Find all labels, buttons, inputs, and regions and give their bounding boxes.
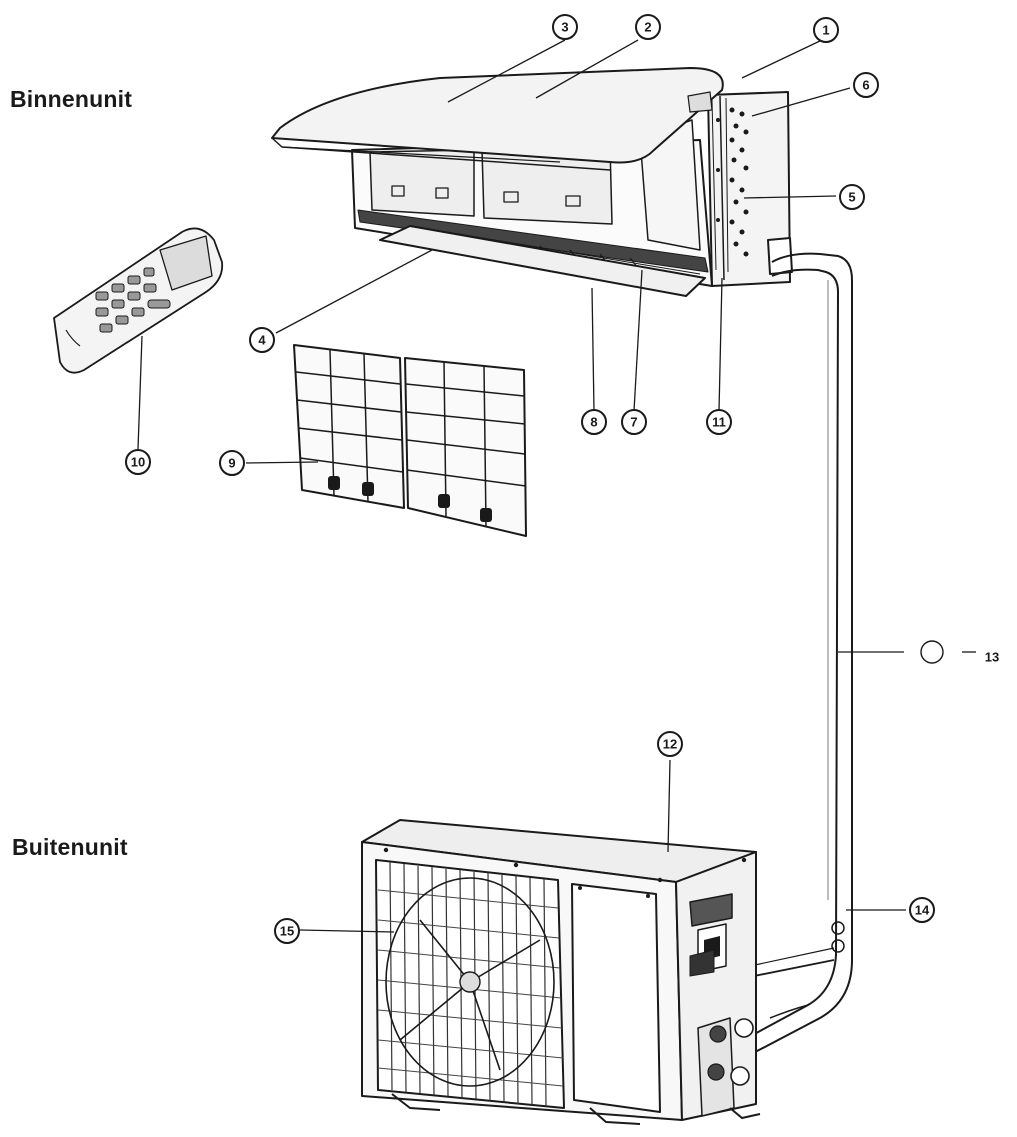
callout-circle	[813, 17, 839, 43]
air-filter-drawing	[293, 344, 527, 537]
callout-3: 3	[552, 14, 578, 40]
callout-circle	[621, 409, 647, 435]
callout-number: 12	[663, 737, 677, 752]
callout-number: 8	[590, 415, 597, 430]
callout-5: 5	[839, 184, 865, 210]
callout-circle	[249, 327, 275, 353]
callout-8: 8	[581, 409, 607, 435]
callout-1: 1	[813, 17, 839, 43]
callout-number: 4	[258, 333, 266, 348]
callout-number: 15	[280, 924, 294, 939]
callout-circle	[657, 731, 683, 757]
callout-number: 10	[131, 455, 145, 470]
callout-number: 13	[985, 650, 999, 665]
callout-number: 3	[561, 20, 568, 35]
leader-lines	[137, 39, 976, 933]
callout-circle	[839, 184, 865, 210]
indoor-unit-heading: Binnenunit	[10, 86, 133, 112]
callout-number: 11	[712, 415, 726, 430]
outdoor-unit-heading: Buitenunit	[12, 834, 128, 860]
callout-number: 1	[822, 23, 829, 38]
remote-control-drawing	[53, 227, 224, 374]
pipe-cross-section-icon	[920, 640, 944, 664]
callout-number: 9	[228, 456, 235, 471]
callout-15: 15	[274, 918, 300, 944]
callout-circle	[706, 409, 732, 435]
callout-2: 2	[635, 14, 661, 40]
callout-circle	[125, 449, 151, 475]
callout-circle	[909, 897, 935, 923]
callout-4: 4	[249, 327, 275, 353]
callout-9: 9	[219, 450, 245, 476]
callout-number: 2	[644, 20, 651, 35]
callout-circle	[635, 14, 661, 40]
callout-7: 7	[621, 409, 647, 435]
callout-11: 11	[706, 409, 732, 435]
callout-6: 6	[853, 72, 879, 98]
callout-number: 14	[915, 903, 930, 918]
outdoor-unit-drawing	[361, 819, 761, 1125]
callout-circle	[581, 409, 607, 435]
callout-10: 10	[125, 449, 151, 475]
callout-number: 6	[862, 78, 869, 93]
callout-14: 14	[909, 897, 935, 923]
callout-number: 5	[848, 190, 855, 205]
callout-number: 7	[630, 415, 637, 430]
callout-circle	[853, 72, 879, 98]
callout-12: 12	[657, 731, 683, 757]
callout-circle	[274, 918, 300, 944]
indoor-unit-drawing	[271, 67, 793, 297]
callout-circle	[552, 14, 578, 40]
callout-13: 13	[985, 650, 999, 665]
callout-circle	[219, 450, 245, 476]
